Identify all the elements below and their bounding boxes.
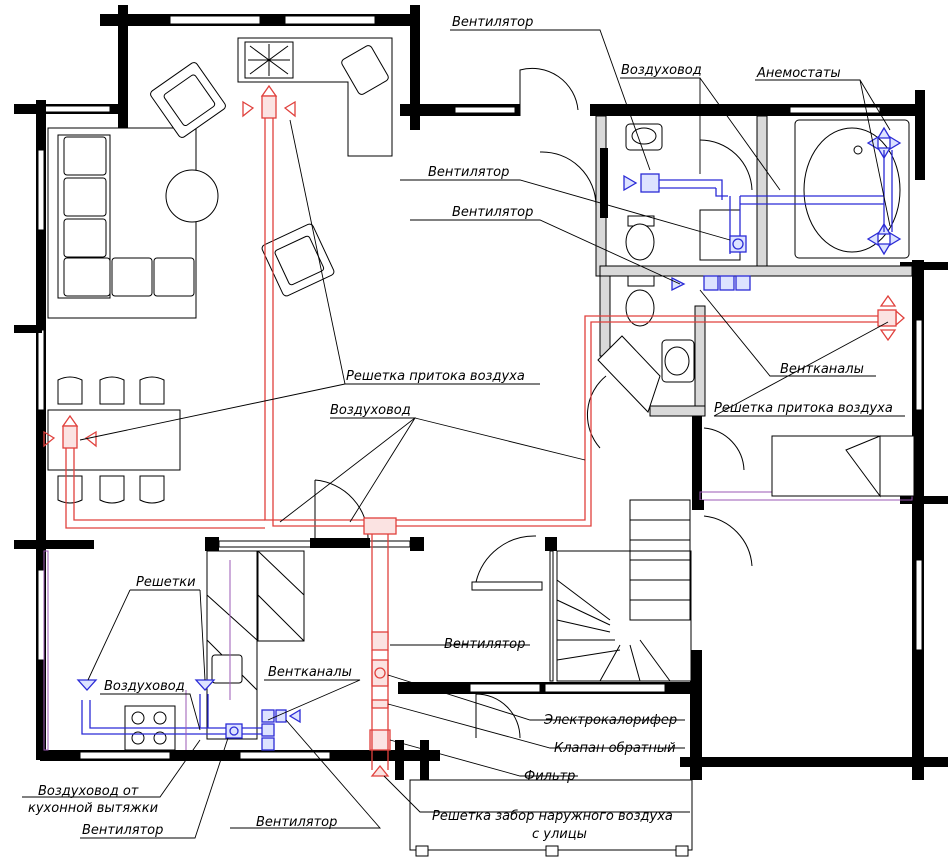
label-outdoor-intake: Решетка забор наружного воздуха — [432, 809, 673, 824]
label-duct-kitchen: Воздуховод — [104, 679, 185, 694]
supply-grille-bedroom — [877, 294, 905, 342]
leader-lines — [22, 29, 905, 839]
label-kitchen-hood-duct-2: кухонной вытяжки — [28, 801, 158, 816]
label-outdoor-intake-2: с улицы — [532, 827, 587, 842]
label-electric-heater: Электрокалорифер — [543, 713, 677, 728]
label-duct-top: Воздуховод — [621, 63, 702, 78]
label-vent-channels-right: Вентканалы — [780, 362, 864, 377]
supply-tee — [363, 517, 397, 535]
label-fan-bottom-left: Вентилятор — [82, 823, 163, 838]
label-fan-mid1: Вентилятор — [428, 165, 509, 180]
exhaust-ducts — [76, 126, 902, 751]
label-grilles: Решетки — [136, 575, 196, 590]
label-vent-channels-kitchen: Вентканалы — [268, 665, 352, 680]
label-filter: Фильтр — [524, 769, 575, 784]
label-kitchen-hood-duct: Воздуховод от — [38, 784, 139, 799]
label-supply-grille-center: Решетка притока воздуха — [346, 369, 525, 384]
labels: Вентилятор Воздуховод Анемостаты Вентиля… — [28, 15, 893, 842]
label-duct-center: Воздуховод — [330, 403, 411, 418]
supply-grille-office — [242, 84, 296, 119]
label-fan-mid2: Вентилятор — [452, 205, 533, 220]
walls — [14, 5, 948, 780]
label-fan-top: Вентилятор — [452, 15, 533, 30]
label-anemostats: Анемостаты — [756, 66, 841, 81]
supply-grille-dining — [43, 414, 97, 449]
label-fan-bottom-center: Вентилятор — [256, 815, 337, 830]
label-fan-supply: Вентилятор — [444, 637, 525, 652]
label-supply-grille-right: Решетка притока воздуха — [714, 401, 893, 416]
label-check-valve: Клапан обратный — [554, 741, 676, 756]
supply-ducts — [43, 84, 905, 777]
furniture — [43, 37, 915, 857]
